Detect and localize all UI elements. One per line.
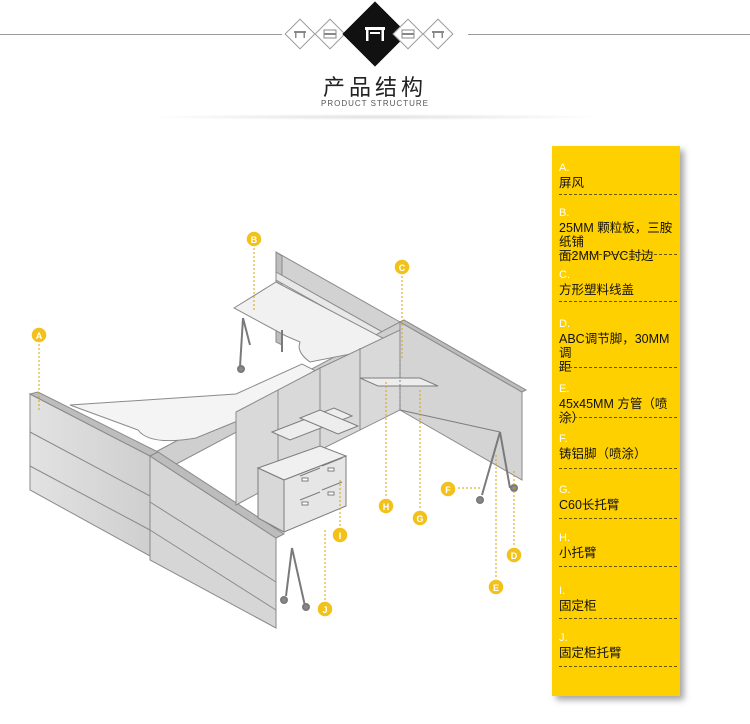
callout-g: G: [411, 509, 429, 527]
svg-text:F: F: [445, 485, 451, 495]
desk-icon: [432, 31, 444, 38]
legend-item-h: H. 小托臂: [559, 532, 597, 560]
legend-divider: [559, 518, 677, 519]
legend-divider: [559, 367, 677, 368]
pedestal-cabinet: [256, 445, 348, 533]
legend-item-d: D. ABC调节脚，30MM调 距: [559, 318, 670, 374]
legend-divider: [559, 301, 677, 302]
legend-item-f: F. 铸铝脚（喷涂）: [559, 433, 647, 461]
legend-divider: [559, 566, 677, 567]
section-header: 产品结构 PRODUCT STRUCTURE: [0, 0, 750, 120]
workstation-icon: [365, 27, 385, 41]
svg-text:G: G: [416, 514, 423, 524]
legend-item-a: A. 屏风: [559, 162, 585, 190]
callout-e: E: [487, 578, 505, 596]
callout-d: D: [505, 546, 523, 564]
legend-divider: [559, 666, 677, 667]
support-arms: [270, 360, 501, 441]
page-subtitle: PRODUCT STRUCTURE: [321, 99, 429, 108]
legend-item-b: B. 25MM 颗粒板，三胺纸铺 面2MM PVC封边: [559, 207, 673, 263]
cabinet-icon: [401, 29, 415, 39]
parts-legend: A. 屏风 B. 25MM 颗粒板，三胺纸铺 面2MM PVC封边 C. 方形塑…: [552, 146, 680, 696]
svg-text:C: C: [399, 263, 406, 273]
title-shadow: [140, 114, 610, 120]
legend-item-g: G. C60长托臂: [559, 484, 620, 512]
header-line-right: [468, 34, 750, 35]
callout-i: I: [331, 526, 349, 544]
legend-divider: [559, 254, 677, 255]
legend-divider: [559, 618, 677, 619]
legend-divider: [559, 468, 677, 469]
svg-text:J: J: [322, 605, 327, 615]
svg-text:E: E: [493, 583, 499, 593]
legend-item-c: C. 方形塑料线盖: [559, 269, 635, 297]
legend-item-i: I. 固定柜: [559, 585, 597, 613]
desk-legs: [237, 317, 518, 611]
callout-j: J: [316, 600, 334, 618]
callout-c: C: [393, 258, 411, 276]
svg-text:A: A: [36, 331, 43, 341]
legend-item-e: E. 45x45MM 方管（喷涂）: [559, 383, 668, 425]
legend-divider: [559, 417, 677, 418]
header-line-left: [0, 34, 282, 35]
cabinet-icon: [323, 29, 337, 39]
svg-text:H: H: [383, 502, 390, 512]
workstation-diagram: A B C D E F G H I J: [28, 230, 528, 629]
svg-text:B: B: [251, 235, 258, 245]
callout-f: F: [439, 480, 457, 498]
leader-lines: [38, 248, 515, 600]
callout-h: H: [377, 497, 395, 515]
callout-a: A: [30, 326, 48, 344]
callout-b: B: [245, 230, 263, 248]
svg-text:I: I: [339, 531, 342, 541]
legend-divider: [559, 194, 677, 195]
front-screen-panel: [148, 451, 286, 629]
page-title: 产品结构: [322, 75, 427, 100]
svg-text:D: D: [511, 551, 518, 561]
legend-item-j: J. 固定柜托臂: [559, 632, 622, 660]
desk-icon: [294, 31, 306, 38]
